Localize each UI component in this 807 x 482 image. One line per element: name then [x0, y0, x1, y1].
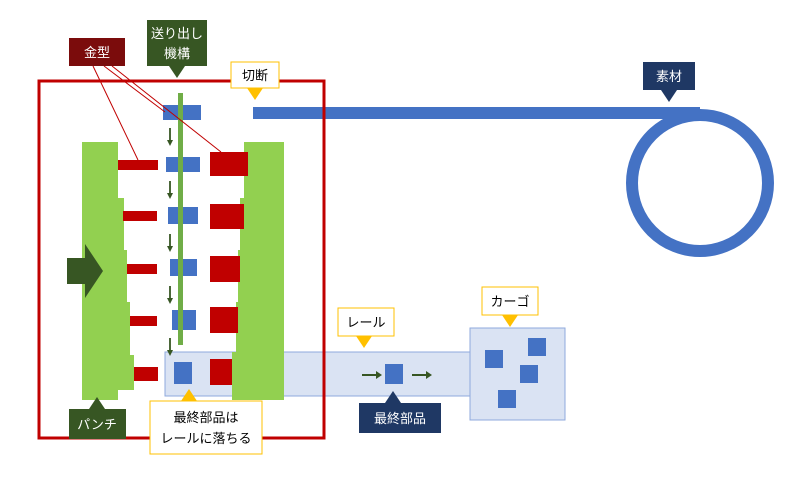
- rail-label-box: [337, 307, 395, 337]
- final-part-pointer: [385, 391, 401, 403]
- cargo-part: [498, 390, 516, 408]
- strip-part: [172, 310, 196, 330]
- cargo-box: [469, 327, 566, 421]
- die-leader-line: [111, 65, 222, 153]
- right-die-block: [210, 256, 240, 282]
- rail-pointer: [356, 336, 372, 348]
- cut-label: 切断: [242, 69, 268, 84]
- material-pointer: [661, 90, 677, 102]
- cargo-label: カーゴ: [490, 294, 529, 310]
- left-die-bar: [134, 367, 158, 381]
- left-die-bar: [127, 264, 157, 274]
- right-die-block: [210, 307, 238, 333]
- cut-pointer: [247, 88, 263, 100]
- strip-part: [174, 362, 192, 384]
- die-label: 金型: [84, 45, 110, 61]
- right-punch: [232, 142, 284, 400]
- down-arrow-icon: [167, 286, 173, 304]
- die-leader-line: [103, 65, 166, 113]
- material-label-box: [643, 62, 695, 90]
- cargo-part: [520, 365, 538, 383]
- feed-rod: [178, 93, 183, 345]
- die-label-box: [69, 38, 125, 66]
- right-arrow-icon: [412, 371, 432, 379]
- down-arrow-icon: [167, 128, 173, 146]
- final-drop-label-box: [149, 400, 263, 455]
- right-die-block: [210, 152, 248, 176]
- feed-label-box: [147, 20, 207, 66]
- cargo-pointer: [502, 315, 518, 327]
- cargo-part: [528, 338, 546, 356]
- cut-label-box: [230, 61, 280, 89]
- material-label: 素材: [656, 70, 682, 85]
- final-part-label: 最終部品: [374, 411, 426, 427]
- cargo-part: [485, 350, 503, 368]
- right-die-block: [210, 359, 232, 385]
- cargo-label-box: [481, 286, 539, 316]
- punch-label-box: [69, 409, 126, 439]
- right-arrow-icon: [362, 371, 382, 379]
- punch-arrow-icon: [67, 244, 103, 298]
- rail-label: レール: [346, 316, 385, 331]
- left-punch: [82, 142, 134, 400]
- final-drop-label-line1: 最終部品は: [173, 410, 238, 426]
- left-die-bar: [118, 160, 158, 170]
- final-drop-pointer: [181, 389, 197, 401]
- left-die-bar: [123, 211, 157, 221]
- down-arrow-icon: [167, 234, 173, 252]
- material-coil: [626, 109, 774, 257]
- down-arrow-icon: [167, 181, 173, 199]
- right-die-block: [210, 204, 244, 229]
- final-part-on-rail: [385, 364, 403, 384]
- strip-part: [170, 259, 197, 276]
- material-strip: [253, 107, 700, 119]
- final-part-label-box: [359, 403, 441, 433]
- punch-pointer: [89, 397, 105, 409]
- feed-label-line2: 機構: [164, 47, 190, 62]
- feed-label-line1: 送り出し: [151, 27, 203, 42]
- punch-label: パンチ: [77, 418, 117, 433]
- left-die-bar: [130, 316, 157, 326]
- down-arrow-icon: [167, 338, 173, 356]
- feed-pointer: [169, 66, 185, 78]
- die-leader-line: [92, 65, 139, 161]
- final-drop-label-line2: レールに落ちる: [160, 432, 251, 447]
